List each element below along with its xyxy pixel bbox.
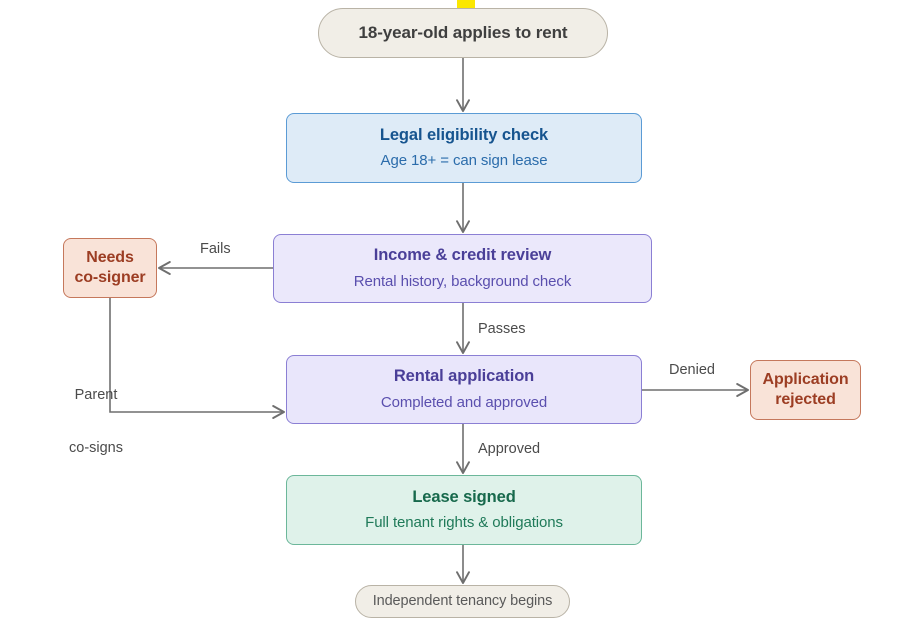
node-legal-subtitle: Age 18+ = can sign lease xyxy=(380,152,548,170)
node-application-rejected[interactable]: Application rejected xyxy=(750,360,861,420)
node-lease-signed[interactable]: Lease signed Full tenant rights & obliga… xyxy=(286,475,642,545)
node-income-title: Income & credit review xyxy=(373,246,552,265)
edge-label-parent-cosigns-line2: co-signs xyxy=(69,440,123,457)
node-legal-title: Legal eligibility check xyxy=(379,125,549,144)
node-income-credit-review[interactable]: Income & credit review Rental history, b… xyxy=(273,234,652,303)
node-end-title: Independent tenancy begins xyxy=(372,593,553,610)
node-start[interactable]: 18-year-old applies to rent xyxy=(318,8,608,58)
node-needs-cosigner[interactable]: Needs co-signer xyxy=(63,238,157,298)
node-rental-application[interactable]: Rental application Completed and approve… xyxy=(286,355,642,424)
edge-cosigner-rental xyxy=(109,298,285,419)
node-start-title: 18-year-old applies to rent xyxy=(358,23,568,43)
node-rental-title: Rental application xyxy=(393,367,535,386)
edge-label-parent-cosigns: Parent co-signs xyxy=(63,352,129,494)
node-rejected-line1: Application xyxy=(762,371,849,389)
edge-label-parent-cosigns-line1: Parent xyxy=(74,387,118,404)
edge-label-fails: Fails xyxy=(200,241,231,257)
node-cosigner-line1: Needs xyxy=(86,249,134,267)
node-legal-eligibility-check[interactable]: Legal eligibility check Age 18+ = can si… xyxy=(286,113,642,183)
edge-label-passes: Passes xyxy=(478,321,526,337)
edge-label-approved: Approved xyxy=(478,441,541,457)
node-rejected-line2: rejected xyxy=(775,391,836,408)
node-cosigner-line2: co-signer xyxy=(74,269,146,286)
node-independent-tenancy-begins[interactable]: Independent tenancy begins xyxy=(355,585,570,618)
edge-label-denied: Denied xyxy=(669,362,715,378)
node-lease-title: Lease signed xyxy=(412,487,516,506)
node-rental-subtitle: Completed and approved xyxy=(380,393,548,411)
node-income-subtitle: Rental history, background check xyxy=(353,272,572,290)
node-lease-subtitle: Full tenant rights & obligations xyxy=(365,514,563,532)
